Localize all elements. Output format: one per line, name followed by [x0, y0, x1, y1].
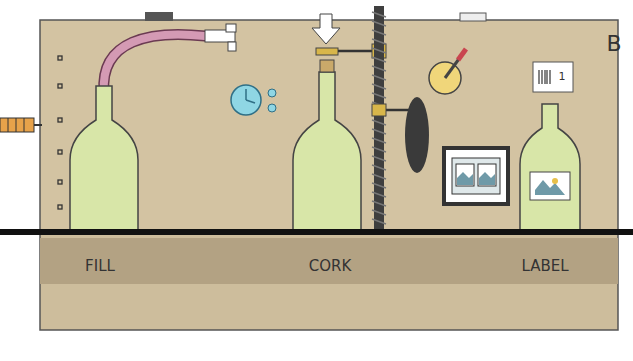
barcode-sticker: [533, 62, 573, 92]
timer-clock: [231, 85, 276, 115]
bottle-label: [530, 172, 570, 200]
fill-tube: [104, 34, 205, 92]
cutter-wheel: [429, 49, 466, 94]
top-fixture: [145, 12, 173, 21]
syringe: [0, 118, 42, 132]
press-arrow: [312, 14, 340, 44]
label-number: 1: [559, 71, 566, 82]
conveyor-line: [0, 229, 633, 235]
label-frame: [444, 148, 508, 204]
machine-panel: [40, 20, 618, 232]
label-band: [40, 238, 618, 284]
cork: [320, 60, 334, 72]
station-name: CORK: [309, 259, 352, 274]
station-name: FILL: [85, 259, 115, 274]
machine-base: [40, 234, 618, 330]
panel-holes: [58, 56, 62, 209]
section-letter: B: [606, 33, 621, 55]
station-name: LABEL: [521, 259, 568, 274]
corking-mechanism: [316, 6, 429, 232]
top-fixture: [460, 13, 486, 21]
bottle: [70, 72, 580, 230]
faucet: [205, 24, 236, 51]
